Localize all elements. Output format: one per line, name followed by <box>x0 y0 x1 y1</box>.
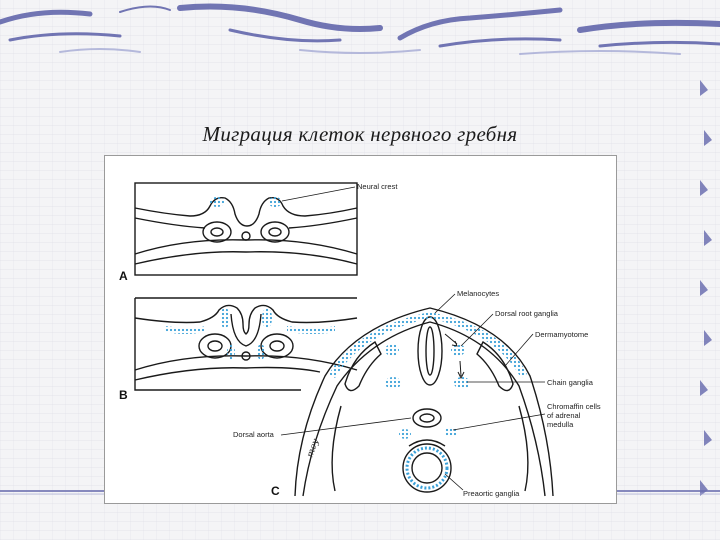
deco-stroke-top-5 <box>397 7 563 41</box>
label-chromaffin-line-1: Chromaffin cells <box>547 402 601 411</box>
panel-b-drawing <box>134 297 358 391</box>
label-preaortic-ganglia: Preaortic ganglia <box>463 489 520 498</box>
panel-a-drawing <box>134 182 358 276</box>
deco-stroke-top-8 <box>598 40 720 48</box>
deco-stroke-top-3 <box>177 3 383 32</box>
panel-b-label: B <box>119 388 128 402</box>
neural-crest-figure: Neural crest A B <box>104 155 617 504</box>
panel-a-label: A <box>119 269 128 283</box>
panel-c-cells <box>329 312 527 490</box>
deco-stroke-top-1 <box>0 9 93 25</box>
neural-crest-diagram: Neural crest A B <box>119 182 601 498</box>
label-melanocytes: Melanocytes <box>457 289 499 298</box>
label-chromaffin-line-2: of adrenal <box>547 411 581 420</box>
label-dorsal-root-ganglia: Dorsal root ganglia <box>495 309 559 318</box>
deco-stroke-top-7 <box>577 19 720 33</box>
deco-stroke-top-2 <box>8 32 122 42</box>
panel-c-label: C <box>271 484 280 498</box>
migration-arrows <box>444 333 465 380</box>
deco-stroke-top-6 <box>438 37 562 48</box>
label-neural-crest: Neural crest <box>357 182 398 191</box>
label-chain-ganglia: Chain ganglia <box>547 378 594 387</box>
label-dermamyotome: Dermamyotome <box>535 330 588 339</box>
deco-stroke-top-9 <box>119 5 171 13</box>
panel-b-migrating-cells <box>165 308 335 360</box>
label-dorsal-aorta: Dorsal aorta <box>233 430 275 439</box>
panel-c-drawing <box>294 307 554 497</box>
panel-c-pointers <box>280 293 546 491</box>
deco-stroke-top-4 <box>228 28 342 43</box>
slide-title: Миграция клеток нервного гребня <box>202 122 518 146</box>
panel-a-crest-cells <box>210 197 282 207</box>
neural-crest-pointer <box>281 186 356 202</box>
artist-signature: mey <box>305 437 321 459</box>
label-chromaffin-line-3: medulla <box>547 420 574 429</box>
